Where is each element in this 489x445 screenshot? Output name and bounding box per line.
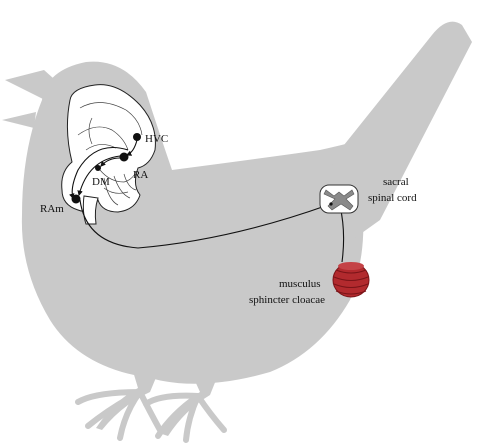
- ra-nucleus: [120, 153, 129, 162]
- label-ra: RA: [133, 169, 148, 181]
- bird-toes-left: [78, 392, 160, 438]
- label-ram: RAm: [40, 203, 64, 215]
- bird-silhouette: [2, 22, 472, 440]
- label-musculus: musculus: [279, 278, 321, 290]
- musculus-sphincter-cloacae: [333, 262, 369, 297]
- bird-beak: [2, 112, 36, 128]
- hvc-nucleus: [133, 133, 141, 141]
- bird-toes-right: [146, 396, 224, 440]
- sacral-spinal-cord: [320, 185, 358, 213]
- label-hvc: HVC: [145, 133, 168, 145]
- motor-neuron-dot: [329, 202, 332, 205]
- label-sacral: sacral: [383, 176, 409, 188]
- label-spinal-cord: spinal cord: [368, 192, 417, 204]
- label-sphincter-cloacae: sphincter cloacae: [249, 294, 325, 306]
- label-dm: DM: [92, 176, 110, 188]
- muscle-cap: [338, 262, 364, 270]
